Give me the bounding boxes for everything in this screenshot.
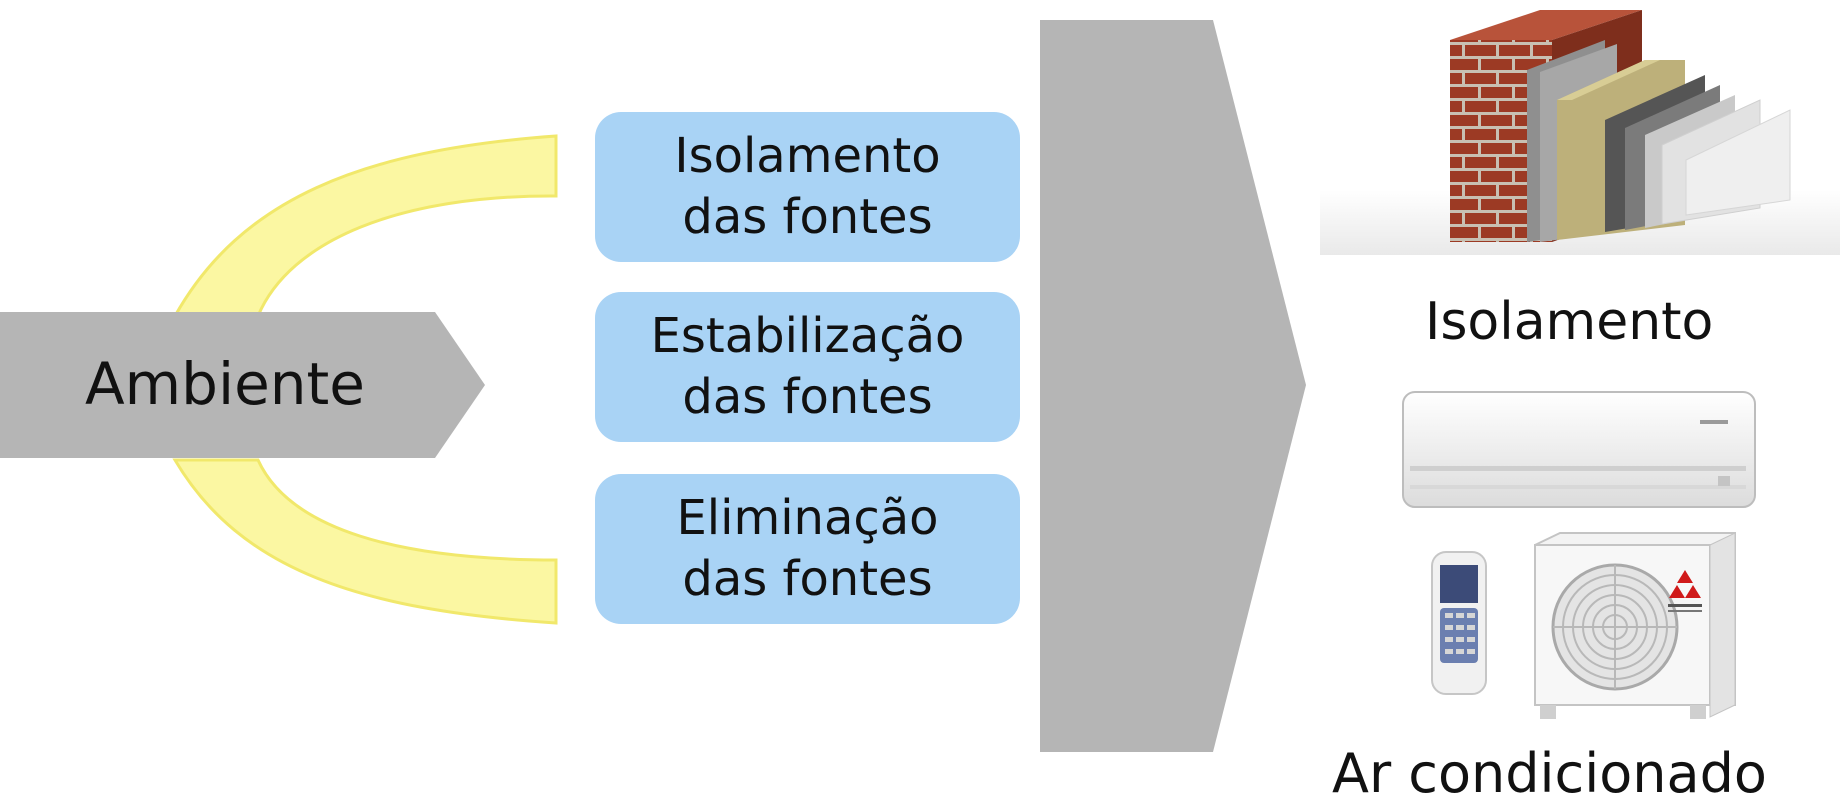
ambiente-label: Ambiente <box>85 350 365 418</box>
ambiente-arrow <box>0 312 485 458</box>
source-line2: das fontes <box>682 189 933 245</box>
source-line1: Estabilização <box>650 308 965 364</box>
outcome-label-isolamento: Isolamento <box>1425 292 1714 352</box>
source-box-estabilizacao: Estabilização das fontes <box>595 292 1020 442</box>
source-line2: das fontes <box>682 551 933 607</box>
source-box-eliminacao: Eliminação das fontes <box>595 474 1020 624</box>
source-line1: Eliminação <box>676 490 939 546</box>
source-box-isolamento: Isolamento das fontes <box>595 112 1020 262</box>
source-line1: Isolamento <box>674 128 941 184</box>
lower-arc <box>172 458 558 625</box>
big-right-arrow <box>1040 20 1306 752</box>
outcome-label-ar-condicionado: Ar condicionado <box>1332 742 1767 805</box>
source-line2: das fontes <box>682 369 933 425</box>
